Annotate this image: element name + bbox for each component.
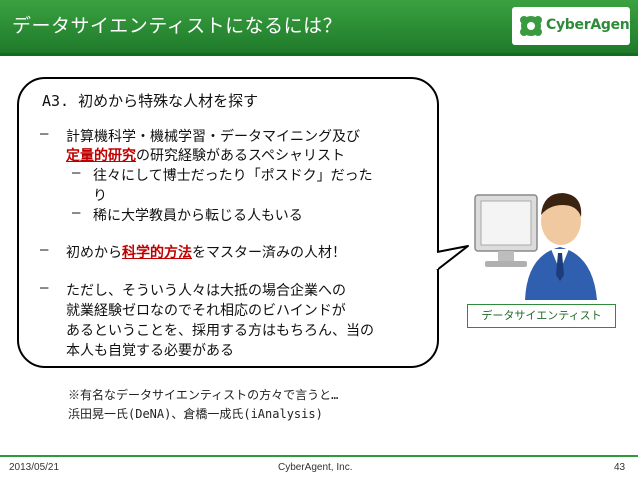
bubble-heading: A3. 初めから特殊な人材を探す bbox=[42, 92, 259, 110]
bullet-marker: – bbox=[40, 280, 49, 296]
bullet3-line1: ただし、そういう人々は大抵の場合企業への bbox=[66, 283, 346, 299]
sub1-line2: り bbox=[93, 188, 107, 204]
data-scientist-person-icon bbox=[474, 193, 597, 300]
bullet-marker: – bbox=[40, 242, 49, 258]
highlight-scientific-method: 科学的方法 bbox=[122, 245, 192, 261]
bullet2-line: 初めから科学的方法をマスター済みの人材！ bbox=[66, 242, 346, 262]
speech-bubble bbox=[17, 77, 439, 368]
highlight-quantitative-research: 定量的研究 bbox=[66, 148, 136, 164]
bullet1-line1: 計算機科学・機械学習・データマイニング及び bbox=[66, 129, 360, 145]
bullet2-pre: 初めから bbox=[66, 245, 122, 261]
footer-company: CyberAgent, Inc. bbox=[278, 462, 353, 473]
bullet3-line2: 就業経験ゼロなのでそれ相応のビハインドが bbox=[66, 303, 346, 319]
sub2-line1: 稀に大学教員から転じる人もいる bbox=[93, 208, 303, 224]
cyberagent-logo: CyberAgent bbox=[512, 7, 636, 45]
bullet3-line4: 本人も自覚する必要がある bbox=[66, 343, 234, 359]
bullet2-post: をマスター済みの人材！ bbox=[192, 245, 346, 261]
footer-divider bbox=[0, 455, 638, 457]
bullet3-line3: あるということを、採用する方はもちろん、当の bbox=[66, 323, 374, 339]
page-number: 43 bbox=[614, 462, 626, 473]
bullet1-line2-rest: の研究経験があるスペシャリスト bbox=[136, 148, 346, 164]
bullet1-line2: 定量的研究の研究経験があるスペシャリスト bbox=[66, 145, 345, 165]
slide-title: データサイエンティストになるには？ bbox=[12, 15, 343, 37]
slide-header: データサイエンティストになるには？ CyberAgent bbox=[0, 0, 638, 56]
sub1-line1: 往々にして博士だったり「ポスドク」だった bbox=[93, 168, 373, 184]
sub-bullet-marker: – bbox=[72, 205, 81, 221]
footnote-line1: ※有名なデータサイエンティストの方々で言うと… bbox=[68, 388, 339, 402]
leaf-logo-icon bbox=[520, 16, 542, 36]
logo-text: CyberAgent bbox=[546, 17, 636, 33]
bullet-marker: – bbox=[40, 126, 49, 142]
data-scientist-label: データサイエンティスト bbox=[467, 304, 616, 328]
footnote-line2: 浜田晃一氏(DeNA)、倉橋一成氏(iAnalysis) bbox=[68, 407, 323, 421]
sub-bullet-marker: – bbox=[72, 165, 81, 181]
footer-date: 2013/05/21 bbox=[9, 462, 60, 473]
